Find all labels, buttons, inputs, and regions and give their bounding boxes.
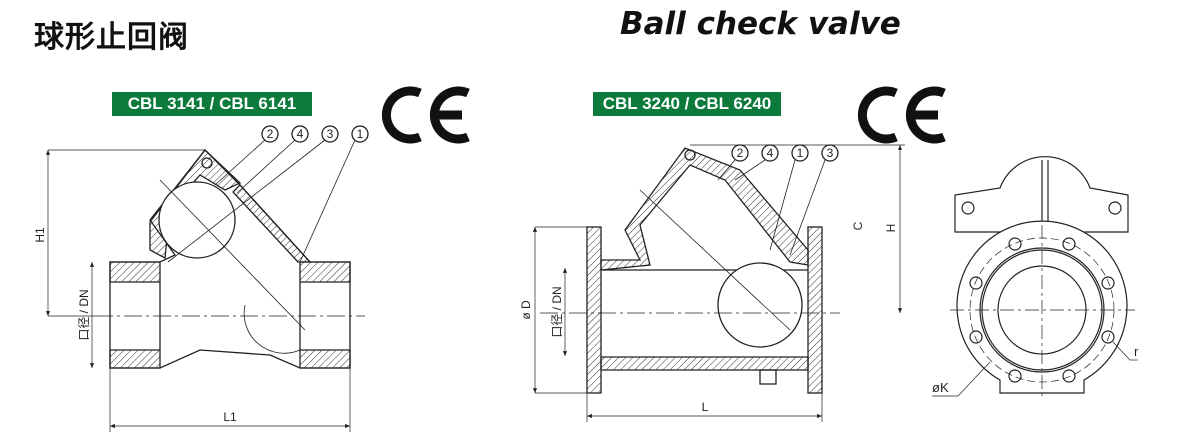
model-label-flanged: CBL 3240 / CBL 6240 xyxy=(593,92,781,116)
dim-bore-1: 口径 / DN xyxy=(77,289,91,340)
dim-bore-2: 口径 / DN xyxy=(550,286,564,337)
ce-mark-1 xyxy=(381,86,470,144)
dim-od: ø D xyxy=(519,300,533,320)
callout-2b: 2 xyxy=(737,146,744,160)
dim-c: C xyxy=(851,221,865,230)
dim-l: L xyxy=(702,400,709,414)
dim-hole: r xyxy=(1134,344,1139,359)
dim-l1: L1 xyxy=(223,410,237,424)
dim-h: H xyxy=(884,224,898,233)
callout-4b: 4 xyxy=(767,146,774,160)
dim-bolt-circle: øK xyxy=(932,380,949,395)
callout-1b: 1 xyxy=(797,146,804,160)
callout-1: 1 xyxy=(357,127,364,141)
dim-h1: H1 xyxy=(33,227,47,243)
callout-3b: 3 xyxy=(827,146,834,160)
title-english: Ball check valve xyxy=(620,6,901,42)
callout-2: 2 xyxy=(267,127,274,141)
callout-3: 3 xyxy=(327,127,334,141)
drawing-flanged-valve xyxy=(532,144,905,422)
ce-mark-2 xyxy=(857,86,946,144)
drawing-threaded-valve xyxy=(45,125,369,432)
title-chinese: 球形止回阀 xyxy=(34,20,189,55)
drawing-front-view xyxy=(932,156,1138,400)
model-label-threaded: CBL 3141 / CBL 6141 xyxy=(112,92,312,116)
callout-4: 4 xyxy=(297,127,304,141)
